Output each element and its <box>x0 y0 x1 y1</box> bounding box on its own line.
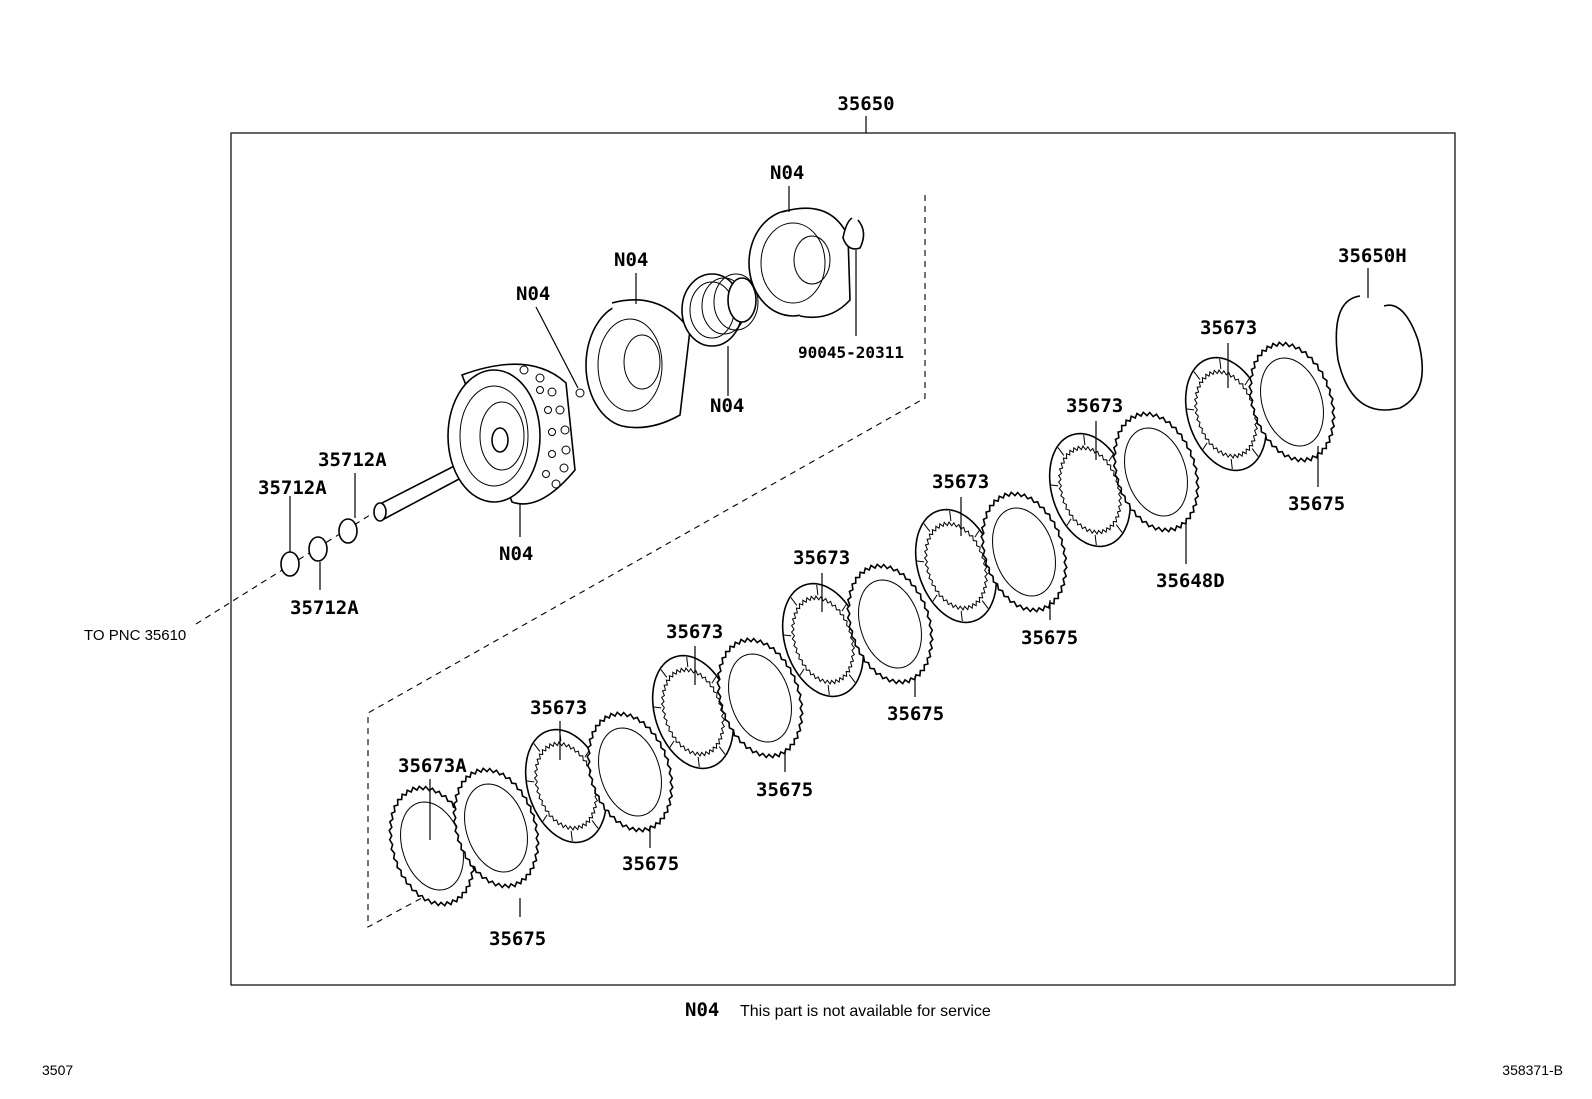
steel-plate <box>846 563 934 685</box>
callout-n04-top: N04 <box>770 162 804 184</box>
subassembly-boundary <box>367 195 926 928</box>
callout-plate-7: 35675 <box>1288 493 1345 515</box>
assembly-frame <box>230 132 1456 986</box>
steel-plate <box>452 767 540 889</box>
steel-plate <box>388 785 476 907</box>
callout-disc-5: 35673 <box>932 471 989 493</box>
reference-label: TO PNC 35610 <box>84 627 186 644</box>
callout-disc-2: 35673 <box>530 697 587 719</box>
friction-disc <box>1048 432 1132 548</box>
callout-plate-2: 35675 <box>622 853 679 875</box>
callout-n04-spring: N04 <box>710 395 744 417</box>
thrust-washers <box>280 518 358 577</box>
legend-code: N04 <box>685 999 719 1021</box>
return-spring <box>681 273 759 347</box>
steel-plate <box>1112 411 1200 533</box>
friction-disc <box>781 582 865 698</box>
assembly-number-label: 35650 <box>837 93 894 115</box>
check-ball <box>575 388 585 398</box>
callout-flange: 35648D <box>1156 570 1225 592</box>
callout-washer-left: 35712A <box>258 477 327 499</box>
callout-disc-7: 35673 <box>1200 317 1257 339</box>
friction-disc <box>914 508 998 624</box>
callout-disc-4: 35673 <box>793 547 850 569</box>
callout-disc-1: 35673A <box>398 755 467 777</box>
clutch-pack <box>388 341 1336 907</box>
steel-plate <box>1248 341 1336 463</box>
callout-disc-3: 35673 <box>666 621 723 643</box>
callout-n04-dot: N04 <box>516 283 550 305</box>
callout-snap-ring-large: 35650H <box>1338 245 1407 267</box>
footer-right-code: 358371-B <box>1502 1062 1563 1078</box>
clutch-piston <box>585 299 691 429</box>
callout-n04-piston: N04 <box>614 249 648 271</box>
snap-ring-large <box>1335 295 1424 411</box>
callout-plate-4: 35675 <box>887 703 944 725</box>
friction-disc <box>1184 356 1268 472</box>
steel-plate <box>980 491 1068 613</box>
callout-washer-lower: 35712A <box>290 597 359 619</box>
callout-n04-drum: N04 <box>499 543 533 565</box>
friction-disc <box>524 728 608 844</box>
leader-lines <box>289 186 1369 917</box>
callout-plate-5: 35675 <box>1021 627 1078 649</box>
steel-plate <box>716 637 804 759</box>
callout-snap-ring: 90045-20311 <box>798 343 904 362</box>
legend-text: This part is not available for service <box>740 1003 991 1020</box>
spring-retainer <box>748 207 851 319</box>
callout-disc-6: 35673 <box>1066 395 1123 417</box>
callout-plate-3: 35675 <box>756 779 813 801</box>
clutch-drum-with-shaft <box>373 363 576 522</box>
footer-left-code: 3507 <box>42 1062 73 1078</box>
steel-plate <box>586 711 674 833</box>
callout-washer-upper: 35712A <box>318 449 387 471</box>
snap-ring-small <box>842 217 865 250</box>
callout-plate-1: 35675 <box>489 928 546 950</box>
